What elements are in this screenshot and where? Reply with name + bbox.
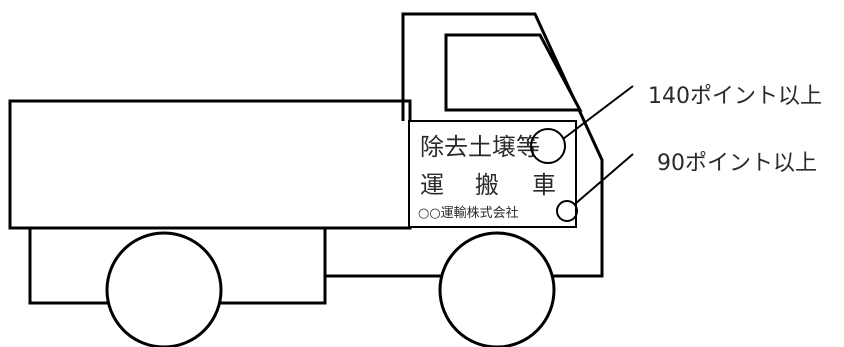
sign-line-1: 除去土壌等 <box>420 133 540 161</box>
door-sign <box>408 120 577 228</box>
sign-line-3: ○○運輸株式会社 <box>418 205 519 221</box>
small-char-circle <box>556 200 578 222</box>
label-140pt: 140ポイント以上 <box>648 84 822 109</box>
front-wheel <box>438 231 556 347</box>
small-leader-line <box>574 153 634 205</box>
large-char-circle <box>530 128 566 164</box>
sign-line-2-char-3: 車 <box>532 171 556 199</box>
cab-window <box>444 33 583 112</box>
sign-line-2-char-2: 搬 <box>475 171 499 199</box>
rear-wheel <box>105 231 223 347</box>
large-leader-line <box>562 85 634 140</box>
cargo-bed <box>8 99 412 230</box>
label-90pt: 90ポイント以上 <box>657 151 817 176</box>
sign-line-2-char-1: 運 <box>420 171 444 199</box>
